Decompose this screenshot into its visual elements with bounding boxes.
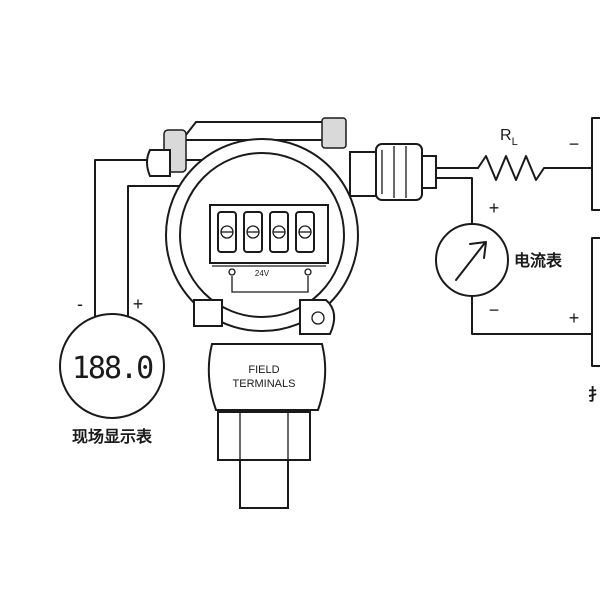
terminal-block: 24V <box>209 204 329 293</box>
supply-box-bottom <box>591 237 600 367</box>
ammeter-minus-sign: − <box>489 300 500 320</box>
cable-gland-right <box>349 143 437 201</box>
wire-to-ammeter-plus <box>435 177 473 225</box>
field-display-reading: 188.0 <box>72 351 153 386</box>
field-display-caption: 现场显示表 <box>72 427 153 446</box>
mount-screw <box>311 311 325 325</box>
housing-neck-left <box>193 299 223 327</box>
process-connection <box>239 459 289 509</box>
wire-ammeter-to-supply-plus <box>471 295 593 335</box>
ammeter: + − 电流表 <box>435 198 563 320</box>
housing-top-cap <box>179 121 343 141</box>
field-terminals-line1: FIELD <box>248 364 279 376</box>
display-plus-sign: + <box>133 294 144 314</box>
power-caption-fragment: 扌 <box>588 385 600 404</box>
ammeter-plus-sign: + <box>489 198 500 218</box>
ammeter-arrow-icon <box>455 241 487 281</box>
field-display: 188.0 - + 现场显示表 <box>59 294 165 446</box>
resistor-rl <box>477 155 561 181</box>
cable-gland-left <box>146 149 171 177</box>
supply-plus-sign: + <box>569 308 580 328</box>
field-terminals-line2: TERMINALS <box>233 378 296 390</box>
sensor-body <box>207 343 327 411</box>
field-display-face <box>59 313 165 419</box>
display-minus-sign: - <box>77 294 83 314</box>
housing-right-lug <box>321 117 347 149</box>
supply-box-top <box>591 117 600 211</box>
hex-nut <box>217 411 311 461</box>
supply-minus-sign: − <box>569 134 580 154</box>
ammeter-caption: 电流表 <box>514 251 563 270</box>
board-label: 24V <box>255 269 270 278</box>
pressure-transmitter: 24V FIELD TERMINALS <box>146 117 437 509</box>
resistor-label: RL <box>500 127 518 148</box>
housing-neck-right <box>299 299 336 335</box>
